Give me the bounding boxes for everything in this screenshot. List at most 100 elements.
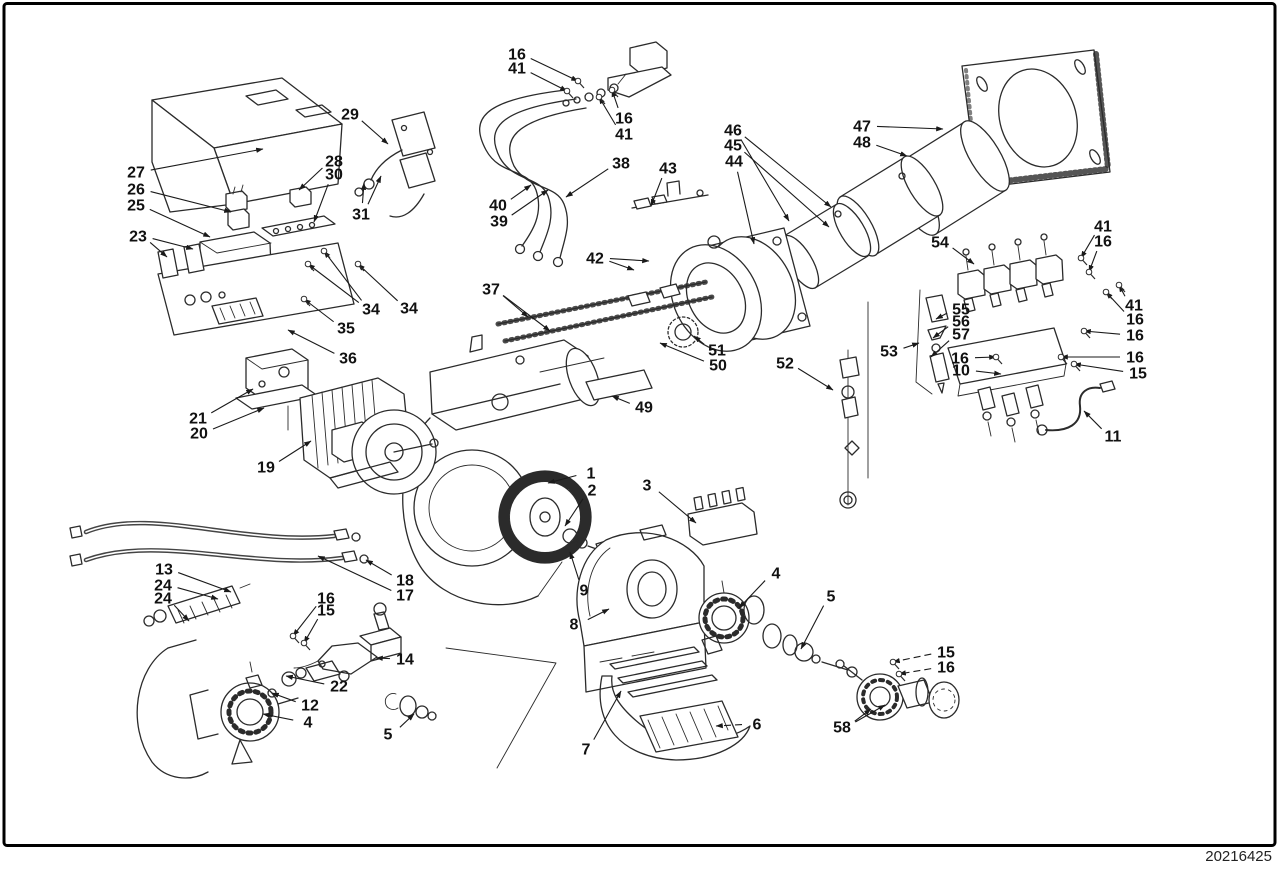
part-callout-49-48: 49 xyxy=(635,400,653,417)
part-callout-11-36: 11 xyxy=(1105,429,1122,446)
part-callout-41-23: 41 xyxy=(1094,219,1112,236)
leader-line-41 xyxy=(1080,234,1095,259)
leader-line-34 xyxy=(307,263,360,304)
part-callout-48-21: 48 xyxy=(853,135,871,152)
part-callout-38-12: 38 xyxy=(612,156,630,173)
leader-line-53 xyxy=(903,342,920,349)
combustion-head-art xyxy=(599,675,751,761)
part-callout-15-71: 15 xyxy=(937,645,955,662)
fastener-glyph xyxy=(608,86,619,98)
part-callout-16-28: 16 xyxy=(1126,350,1144,367)
part-callout-14-63: 14 xyxy=(396,652,414,669)
part-callout-41-11: 41 xyxy=(615,127,633,144)
part-callout-55-30: 55 xyxy=(952,302,970,319)
leader-line-27 xyxy=(150,147,264,171)
leader-line-12 xyxy=(271,692,296,703)
pump-58-art xyxy=(835,659,960,721)
part-callout-21-43: 21 xyxy=(189,411,207,428)
part-callout-25-2: 25 xyxy=(127,198,145,215)
leader-line-47 xyxy=(876,125,944,132)
leader-line-8 xyxy=(587,608,610,621)
fastener-glyph xyxy=(1102,288,1113,300)
part-callout-16-10: 16 xyxy=(615,111,633,128)
fastener-glyph xyxy=(889,658,900,670)
cover-art xyxy=(151,77,343,213)
part-callout-27-0: 27 xyxy=(127,165,145,182)
burner-flange-art xyxy=(667,227,811,352)
part-callout-31-7: 31 xyxy=(352,207,370,224)
leader-line-24 xyxy=(173,604,190,622)
part-callout-15-29: 15 xyxy=(1129,366,1147,383)
leader-line-36 xyxy=(287,329,335,354)
fastener-glyph xyxy=(1085,268,1096,280)
leader-line-17 xyxy=(317,555,392,591)
valve-manifold-art xyxy=(867,233,1116,479)
part-callout-16-8: 16 xyxy=(508,47,526,64)
fastener-glyph xyxy=(1057,353,1068,365)
leader-line-7 xyxy=(593,690,622,740)
part-callout-39-14: 39 xyxy=(490,214,508,231)
leader-line-22 xyxy=(285,674,325,685)
leader-line-37 xyxy=(502,295,529,318)
part-callout-43-15: 43 xyxy=(659,161,677,178)
leader-line-58 xyxy=(855,704,886,723)
leader-line-29 xyxy=(361,120,389,145)
part-callout-12-65: 12 xyxy=(301,698,319,715)
leader-line-57 xyxy=(930,340,950,358)
part-callout-54-22: 54 xyxy=(931,235,949,252)
part-callout-53-33: 53 xyxy=(880,344,898,361)
damper-housing-art xyxy=(576,524,707,693)
part-callout-16-26: 16 xyxy=(1126,312,1144,329)
leader-line-21 xyxy=(210,388,254,414)
leader-line-55 xyxy=(935,312,948,320)
pump-left-art xyxy=(136,639,299,779)
valve-filter-art xyxy=(281,602,437,721)
leader-line-20 xyxy=(212,407,265,430)
leader-line-11 xyxy=(1083,410,1103,430)
leader-line-5 xyxy=(399,713,415,728)
leader-line-50 xyxy=(659,342,705,362)
part-callout-58-70: 58 xyxy=(833,720,851,737)
part-callout-8-53: 8 xyxy=(570,617,579,634)
leader-line-3 xyxy=(658,491,697,524)
fastener-glyph xyxy=(1070,360,1081,372)
motor-art xyxy=(299,377,439,495)
leader-line-48 xyxy=(876,144,908,157)
leader-line-28 xyxy=(298,167,323,191)
part-callout-2-50: 2 xyxy=(588,483,597,500)
part-callout-23-3: 23 xyxy=(129,229,147,246)
part-callout-41-9: 41 xyxy=(508,61,526,78)
part-callout-19-45: 19 xyxy=(257,460,275,477)
leader-line-24 xyxy=(177,587,219,600)
leader-line-4 xyxy=(738,580,766,609)
fastener-glyph xyxy=(300,639,311,651)
callout-labels-layer: 2726252329283031164116413840394342464544… xyxy=(127,47,1147,759)
electrode-bars-art xyxy=(609,646,718,698)
part-callout-44-19: 44 xyxy=(725,154,743,171)
leader-line-19 xyxy=(278,440,312,462)
fastener-glyph xyxy=(574,77,585,89)
leader-line-9 xyxy=(569,551,580,580)
leader-line-34 xyxy=(357,263,399,302)
part-callout-42-16: 42 xyxy=(586,251,604,268)
part-callout-15-62: 15 xyxy=(317,603,335,620)
leader-line-35 xyxy=(303,298,334,323)
leader-line-43 xyxy=(650,177,663,207)
leader-line-6 xyxy=(715,722,743,729)
part-callout-4-66: 4 xyxy=(304,715,313,732)
part-callout-16-61: 16 xyxy=(317,591,335,608)
nozzle-manifold-art xyxy=(687,486,758,546)
part-callout-29-4: 29 xyxy=(341,107,359,124)
leader-line-23 xyxy=(152,237,194,250)
part-callout-24-57: 24 xyxy=(154,578,172,595)
part-callout-36-41: 36 xyxy=(339,351,357,368)
leader-line-56 xyxy=(932,326,949,339)
leader-line-16 xyxy=(292,605,317,637)
leader-line-13 xyxy=(177,572,232,593)
leader-line-49 xyxy=(611,395,631,404)
fastener-glyph xyxy=(289,632,300,644)
leader-line-58 xyxy=(854,708,872,722)
rod-52-art xyxy=(839,349,860,509)
